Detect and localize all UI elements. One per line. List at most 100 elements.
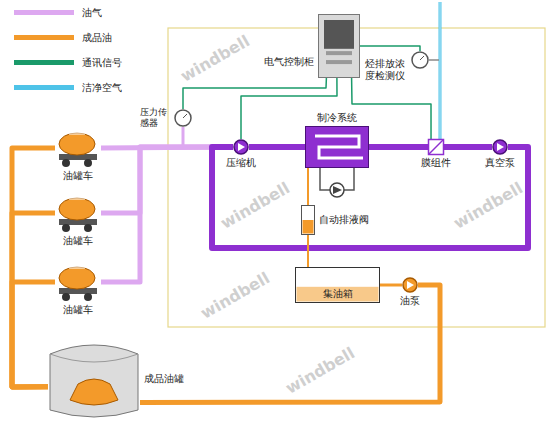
node-shape (55, 128, 101, 168)
pipe-connector (212, 147, 528, 248)
pipe-connector (360, 46, 420, 51)
pump-mark (407, 281, 414, 289)
truck-wheel (62, 159, 70, 167)
pipe-connector (307, 235, 309, 267)
truck-tank (59, 198, 95, 220)
compressor: 压缩机 (233, 139, 249, 155)
legend-swatch (14, 85, 74, 90)
oil-collector: 集油箱 (295, 267, 380, 303)
refrigerant-pump-mark (333, 186, 342, 194)
pipe-connector (12, 213, 55, 387)
product-tank: 成品油罐 (48, 340, 140, 418)
node-label: 油罐车 (63, 235, 93, 247)
pump-mark (497, 143, 504, 151)
node-label: 压力传感器 (140, 107, 170, 129)
truck-highlight (69, 265, 85, 269)
pipe-connector (444, 144, 492, 150)
legend-swatch (14, 35, 74, 40)
cabinet-body (319, 15, 360, 78)
truck-wheel (84, 159, 92, 167)
watermark: windbell (217, 178, 293, 233)
gauge-needle (183, 114, 187, 118)
drain-valve: 自动排液阀 (301, 205, 315, 235)
node-shape (492, 139, 508, 155)
refrigeration-unit: 制冷系统 (305, 126, 369, 168)
cabinet-panel (324, 20, 354, 49)
tank-shell (50, 345, 138, 417)
node-shape (48, 340, 140, 418)
tanker-truck: 油罐车 (55, 262, 101, 302)
watermark: windbell (450, 178, 526, 233)
node-label: 压缩机 (226, 157, 256, 169)
hydrocarbon-detector: 烃排放浓度检测仪 (411, 51, 429, 69)
truck-tank (59, 267, 95, 289)
node-shape (301, 205, 315, 235)
collector-liquid (297, 287, 379, 302)
watermark: windbell (197, 268, 273, 323)
refrigerant-pump (330, 183, 344, 197)
pump-mark (238, 143, 245, 151)
control-cabinet: 电气控制柜 (318, 14, 360, 78)
node-label: 集油箱 (323, 288, 353, 300)
truck-wheel (62, 293, 70, 301)
node-shape (305, 126, 369, 168)
node-label: 电气控制柜 (264, 56, 314, 68)
valve-liquid (303, 220, 314, 234)
pipe-connector (249, 144, 305, 150)
node-label: 膜组件 (421, 157, 451, 169)
pipe-connector (369, 144, 428, 150)
membrane-box (429, 140, 444, 155)
node-label: 油罐车 (63, 170, 93, 182)
legend-text: 通讯信号 (82, 56, 122, 70)
pump-circle (234, 140, 248, 154)
pressure-sensor: 压力传感器 (174, 109, 192, 127)
node-label: 真空泵 (485, 157, 515, 169)
sensor-stem (182, 127, 185, 145)
oil-pump: 油泵 (402, 277, 418, 293)
truck-wheel (84, 224, 92, 232)
legend-text: 成品油 (82, 31, 112, 45)
tanker-truck: 油罐车 (55, 193, 101, 233)
membrane-module: 膜组件 (428, 139, 444, 155)
cabinet-switch (326, 60, 352, 64)
gauge-needle (420, 56, 424, 60)
node-label: 自动排液阀 (319, 214, 369, 226)
pipe-connector (140, 285, 440, 402)
node-shape (233, 139, 249, 155)
node-label: 油罐车 (63, 304, 93, 316)
node-label: 油泵 (400, 295, 420, 307)
refrig-coil (315, 136, 363, 158)
node-shape (174, 109, 192, 127)
pipe-connector (12, 148, 55, 387)
gauge-circle (175, 110, 191, 126)
node-label: 制冷系统 (317, 112, 357, 124)
gauge-circle (412, 52, 428, 68)
vent-stack (439, 2, 442, 139)
tank-oil (70, 379, 118, 405)
node-label: 烃排放浓度检测仪 (365, 58, 407, 82)
truck-highlight (69, 196, 85, 200)
pipe-connector (183, 78, 326, 109)
pipe-connector (12, 282, 55, 387)
refrigerant-line (344, 168, 354, 190)
node-shape (402, 277, 418, 293)
truck-tank (59, 133, 95, 155)
vacuum-pump: 真空泵 (492, 139, 508, 155)
refrigerant-line (320, 168, 330, 190)
refrig-box (306, 127, 369, 168)
pump-circle (403, 278, 417, 292)
pipe-connector (380, 284, 402, 287)
truck-highlight (69, 131, 85, 135)
node-shape (318, 14, 360, 78)
vent-stack-core (440, 2, 441, 139)
pump-circle (493, 140, 507, 154)
legend-text: 油气 (82, 6, 102, 20)
collector-body (296, 268, 380, 303)
truck-wheel (62, 224, 70, 232)
watermark: windbell (282, 343, 358, 398)
detector-tap (429, 59, 439, 61)
node-label: 成品油罐 (144, 373, 184, 385)
node-shape (55, 262, 101, 302)
membrane-diagonal (429, 140, 443, 154)
